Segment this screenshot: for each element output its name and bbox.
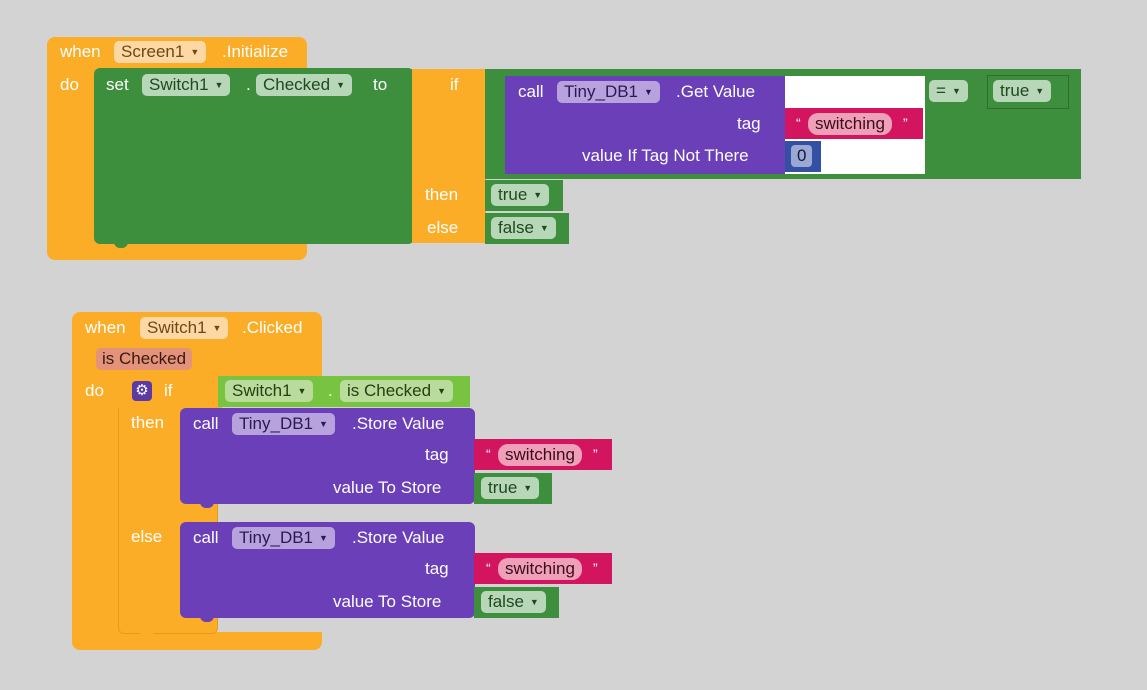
component-name: Switch1	[147, 318, 207, 337]
component-dropdown[interactable]: Screen1 ▼	[114, 41, 207, 63]
call-label: call	[193, 414, 219, 433]
open-quote: “	[796, 115, 801, 131]
dot-label: .	[246, 75, 251, 94]
set-component-dropdown[interactable]: Switch1 ▼	[142, 74, 231, 96]
chevron-down-icon: ▼	[212, 323, 222, 333]
chevron-down-icon: ▼	[437, 386, 447, 396]
if-label: if	[164, 381, 173, 400]
open-quote: “	[486, 446, 491, 462]
do-label: do	[60, 75, 79, 94]
compare-value-dropdown[interactable]: true ▼	[993, 80, 1052, 102]
then-label: then	[425, 185, 459, 204]
close-quote: ”	[593, 560, 598, 576]
do-label: do	[85, 381, 104, 400]
chevron-down-icon: ▼	[644, 87, 653, 97]
component-name: Screen1	[121, 42, 185, 61]
then-boolean-value: true	[498, 185, 528, 204]
store-label: value To Store	[333, 592, 442, 611]
then-storevalue-nub	[200, 502, 214, 508]
db-name: Tiny_DB1	[564, 82, 639, 101]
db-name: Tiny_DB1	[239, 414, 314, 433]
property-name: Checked	[263, 75, 331, 94]
store-label: value To Store	[333, 478, 442, 497]
tag-text-value[interactable]: switching	[808, 113, 892, 135]
chevron-down-icon: ▼	[319, 533, 328, 543]
tag-label: tag	[425, 445, 449, 464]
to-label: to	[373, 75, 388, 94]
default-number-value[interactable]: 0	[791, 145, 813, 167]
event-left-rail	[47, 68, 95, 248]
db-name: Tiny_DB1	[239, 528, 314, 547]
event-left-rail	[72, 370, 120, 640]
set-label: set	[106, 75, 129, 94]
condition-property-name: is Checked	[347, 381, 432, 400]
event-footer	[72, 632, 322, 650]
chevron-down-icon: ▼	[336, 80, 346, 90]
method-name: .Store Value	[352, 528, 445, 547]
if-label: if	[450, 75, 459, 94]
chevron-down-icon: ▼	[190, 47, 200, 57]
else-label: else	[131, 527, 163, 546]
getvalue-gap	[785, 76, 925, 107]
tag-text-value[interactable]: switching	[498, 558, 582, 580]
else-label: else	[427, 218, 459, 237]
event-name: .Clicked	[242, 318, 303, 337]
tag-text-value[interactable]: switching	[498, 444, 582, 466]
chevron-down-icon: ▼	[523, 483, 533, 493]
chevron-down-icon: ▼	[214, 80, 224, 90]
component-dropdown[interactable]: Switch1 ▼	[140, 317, 229, 339]
open-quote: “	[486, 560, 491, 576]
set-block[interactable]	[94, 68, 414, 244]
gear-icon[interactable]: ⚙	[132, 381, 152, 401]
default-label: value If Tag Not There	[582, 146, 749, 165]
method-name: .Get Value	[676, 82, 756, 101]
condition-component-dropdown[interactable]: Switch1 ▼	[225, 380, 314, 402]
db-dropdown[interactable]: Tiny_DB1 ▼	[232, 413, 335, 435]
tag-label: tag	[737, 114, 761, 133]
then-label: then	[131, 413, 165, 432]
else-boolean-dropdown[interactable]: false ▼	[491, 217, 556, 239]
condition-property-dropdown[interactable]: is Checked ▼	[340, 380, 454, 402]
then-store-boolean-value: true	[488, 478, 518, 497]
call-label: call	[193, 528, 219, 547]
set-block-nub	[114, 242, 128, 248]
close-quote: ”	[903, 115, 908, 131]
method-name: .Store Value	[352, 414, 445, 433]
compare-operator-dropdown[interactable]: =▼	[929, 80, 968, 102]
condition-component-name: Switch1	[232, 381, 292, 400]
chevron-down-icon: ▼	[297, 386, 307, 396]
else-store-boolean-dropdown[interactable]: false ▼	[481, 591, 546, 613]
else-storevalue-nub	[200, 616, 214, 622]
property-dropdown[interactable]: Checked ▼	[256, 74, 353, 96]
chevron-down-icon: ▼	[529, 597, 539, 607]
else-store-boolean-value: false	[488, 592, 524, 611]
chevron-down-icon: ▼	[319, 419, 328, 429]
db-dropdown[interactable]: Tiny_DB1 ▼	[557, 81, 660, 103]
else-boolean-value: false	[498, 218, 534, 237]
then-store-boolean-dropdown[interactable]: true ▼	[481, 477, 540, 499]
close-quote: ”	[593, 446, 598, 462]
call-label: call	[518, 82, 544, 101]
param-is-checked[interactable]: is Checked	[96, 348, 193, 370]
tag-label: tag	[425, 559, 449, 578]
chevron-down-icon: ▼	[951, 86, 961, 96]
chevron-down-icon: ▼	[1035, 86, 1045, 96]
chevron-down-icon: ▼	[533, 190, 543, 200]
event-footer	[47, 240, 307, 260]
then-boolean-dropdown[interactable]: true ▼	[491, 184, 550, 206]
if-expression-block[interactable]	[412, 69, 486, 243]
set-component-name: Switch1	[149, 75, 209, 94]
dot-label: .	[328, 381, 333, 400]
chevron-down-icon: ▼	[539, 223, 549, 233]
when-label: when	[60, 42, 101, 61]
when-label: when	[85, 318, 126, 337]
event-name: .Initialize	[222, 42, 289, 61]
if-statement-nub	[140, 632, 154, 638]
compare-operator: =	[936, 81, 946, 100]
db-dropdown[interactable]: Tiny_DB1 ▼	[232, 527, 335, 549]
compare-value: true	[1000, 81, 1030, 100]
